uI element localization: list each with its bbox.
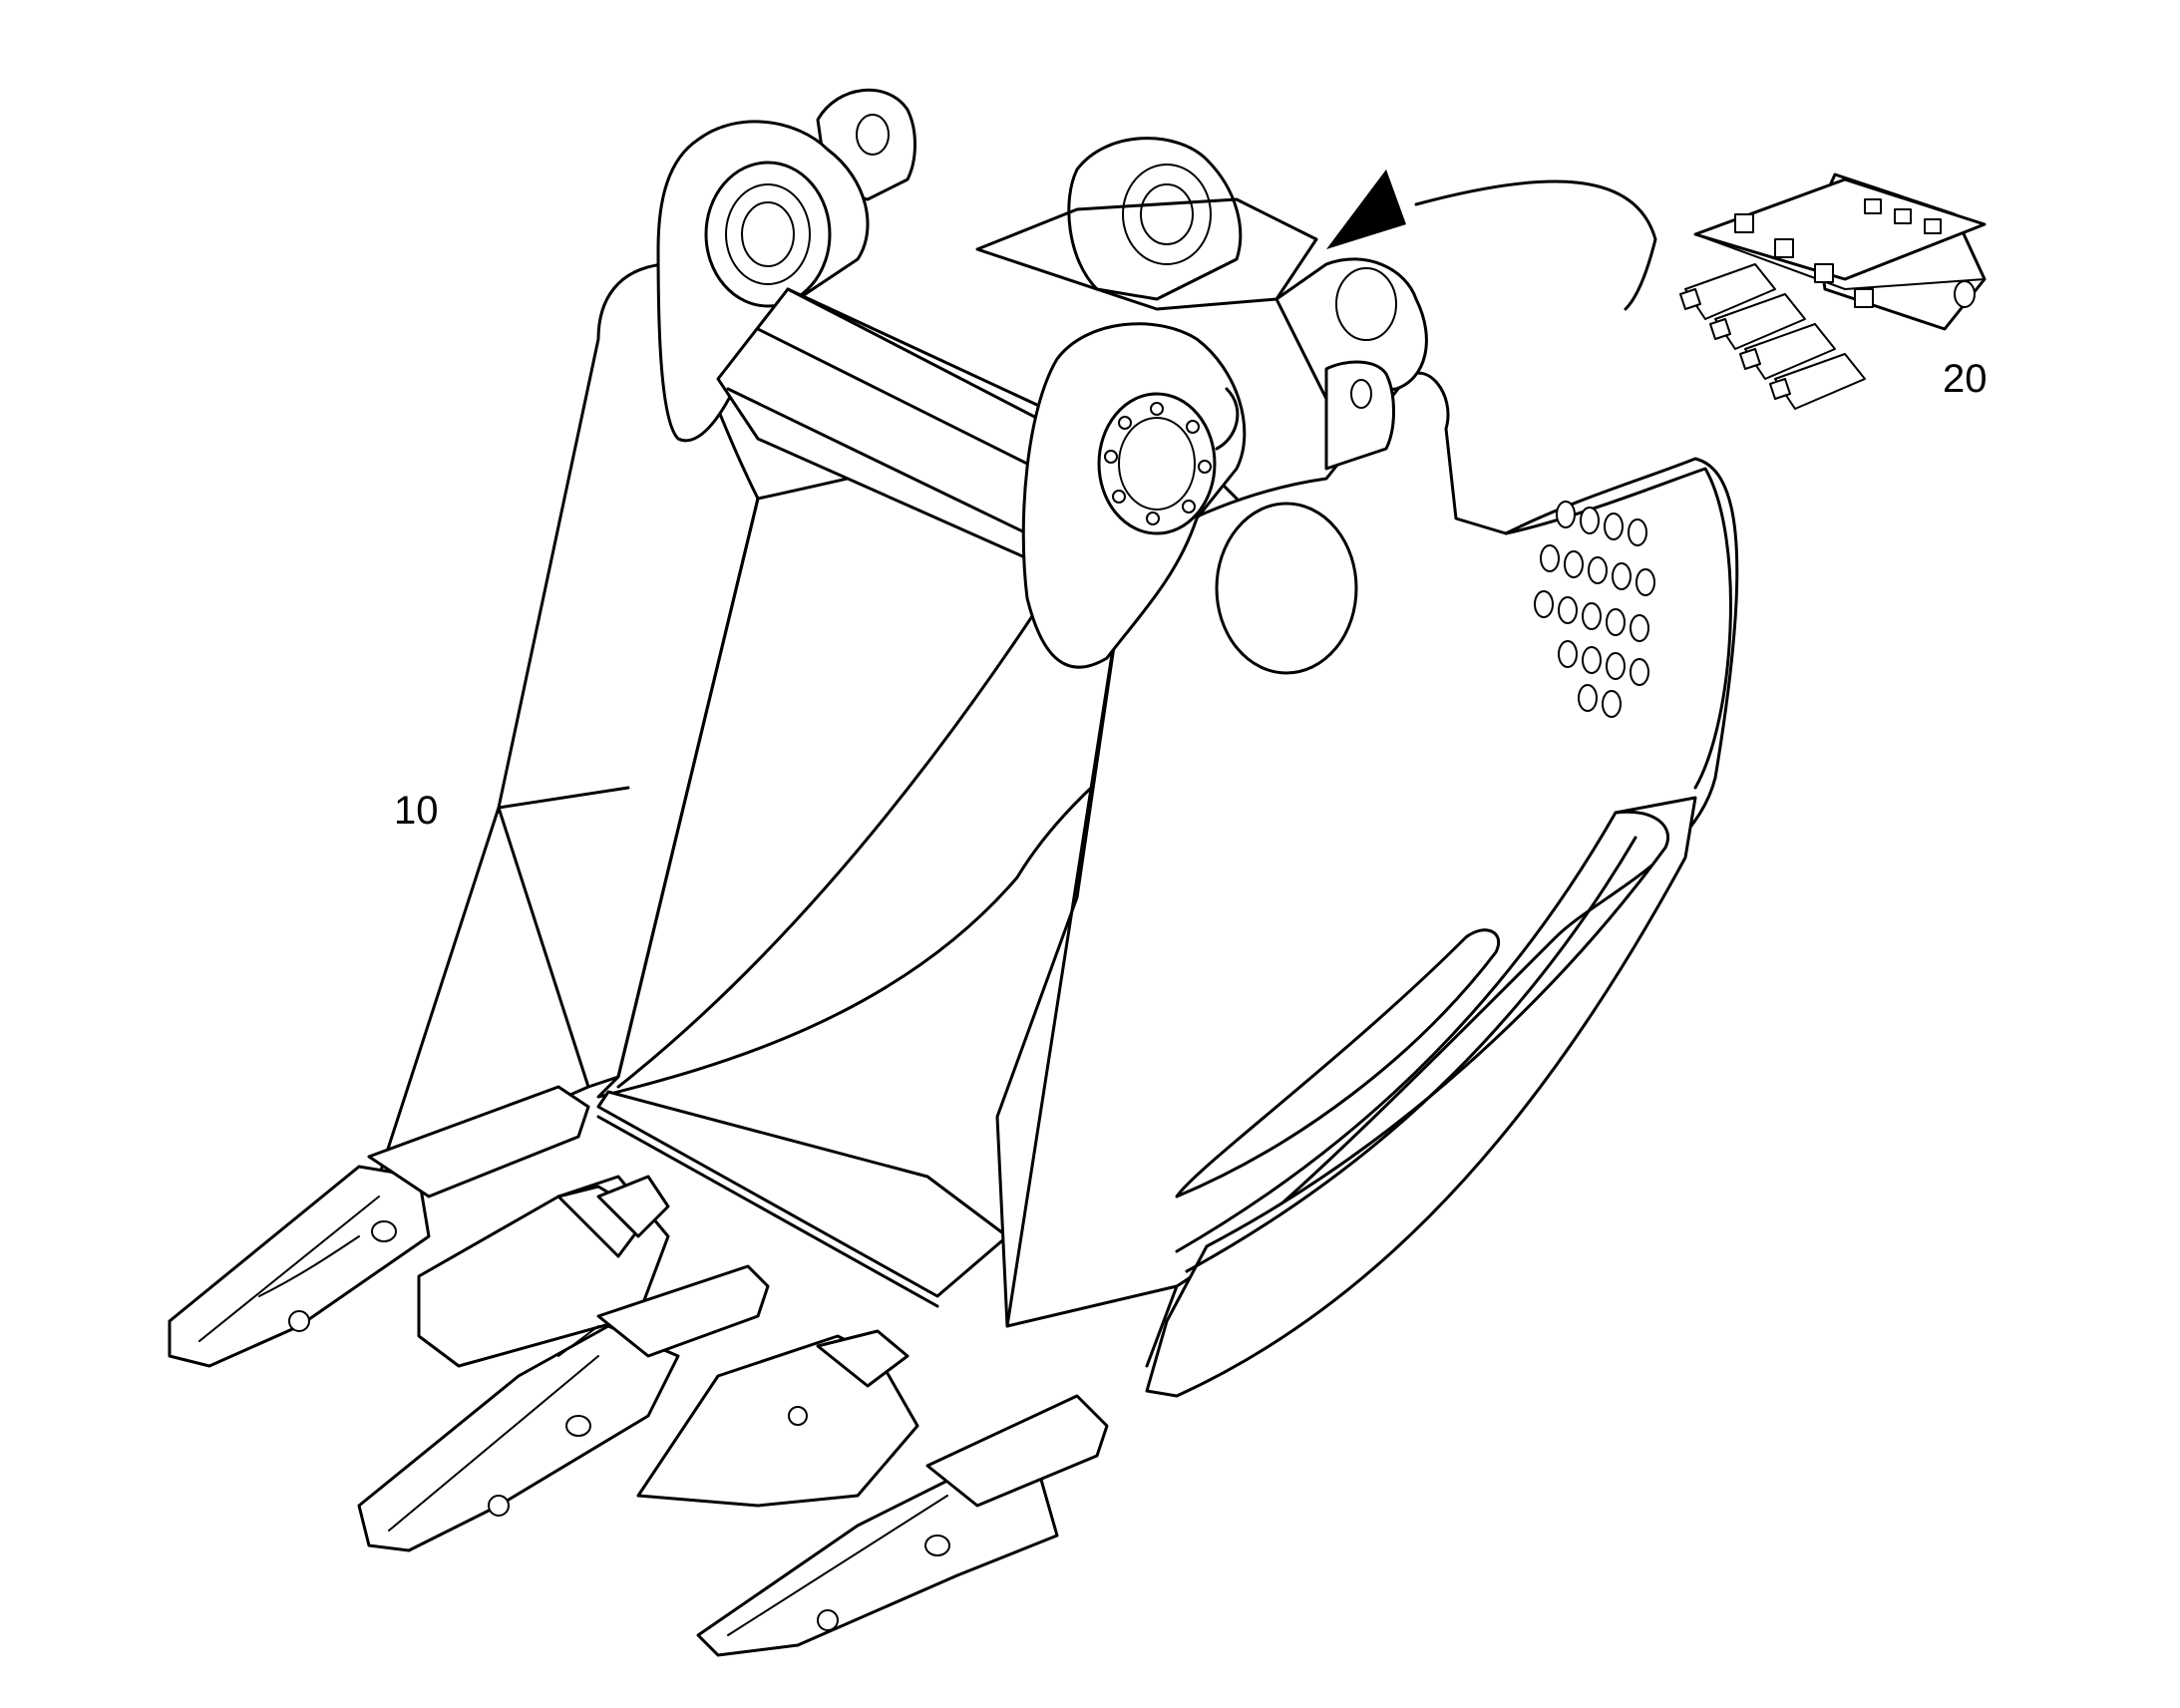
side-slot: [1175, 928, 1501, 1198]
lube-fittings: [1679, 198, 1942, 410]
bucket-floor: [596, 1090, 1009, 1298]
tooth-5: [696, 1394, 1109, 1657]
bucket-assembly: [168, 88, 1739, 1657]
right-main-ear-plate: [1324, 360, 1395, 471]
arrow-leader: [1326, 170, 1657, 311]
tooth-3: [357, 1264, 770, 1552]
side-plate-holes: [1534, 501, 1655, 718]
tooth-4: [636, 1329, 919, 1508]
arrow-head: [1326, 170, 1406, 249]
wear-strip: [1145, 796, 1697, 1398]
bucket-callout-label: 10: [394, 789, 439, 833]
hitch-bolts: [1104, 402, 1212, 525]
side-plate-boss: [1215, 502, 1358, 675]
tooth-1: [168, 1085, 590, 1368]
lube-distribution-block: [1679, 172, 1987, 410]
lube-block-callout-label: 20: [1943, 357, 1988, 401]
